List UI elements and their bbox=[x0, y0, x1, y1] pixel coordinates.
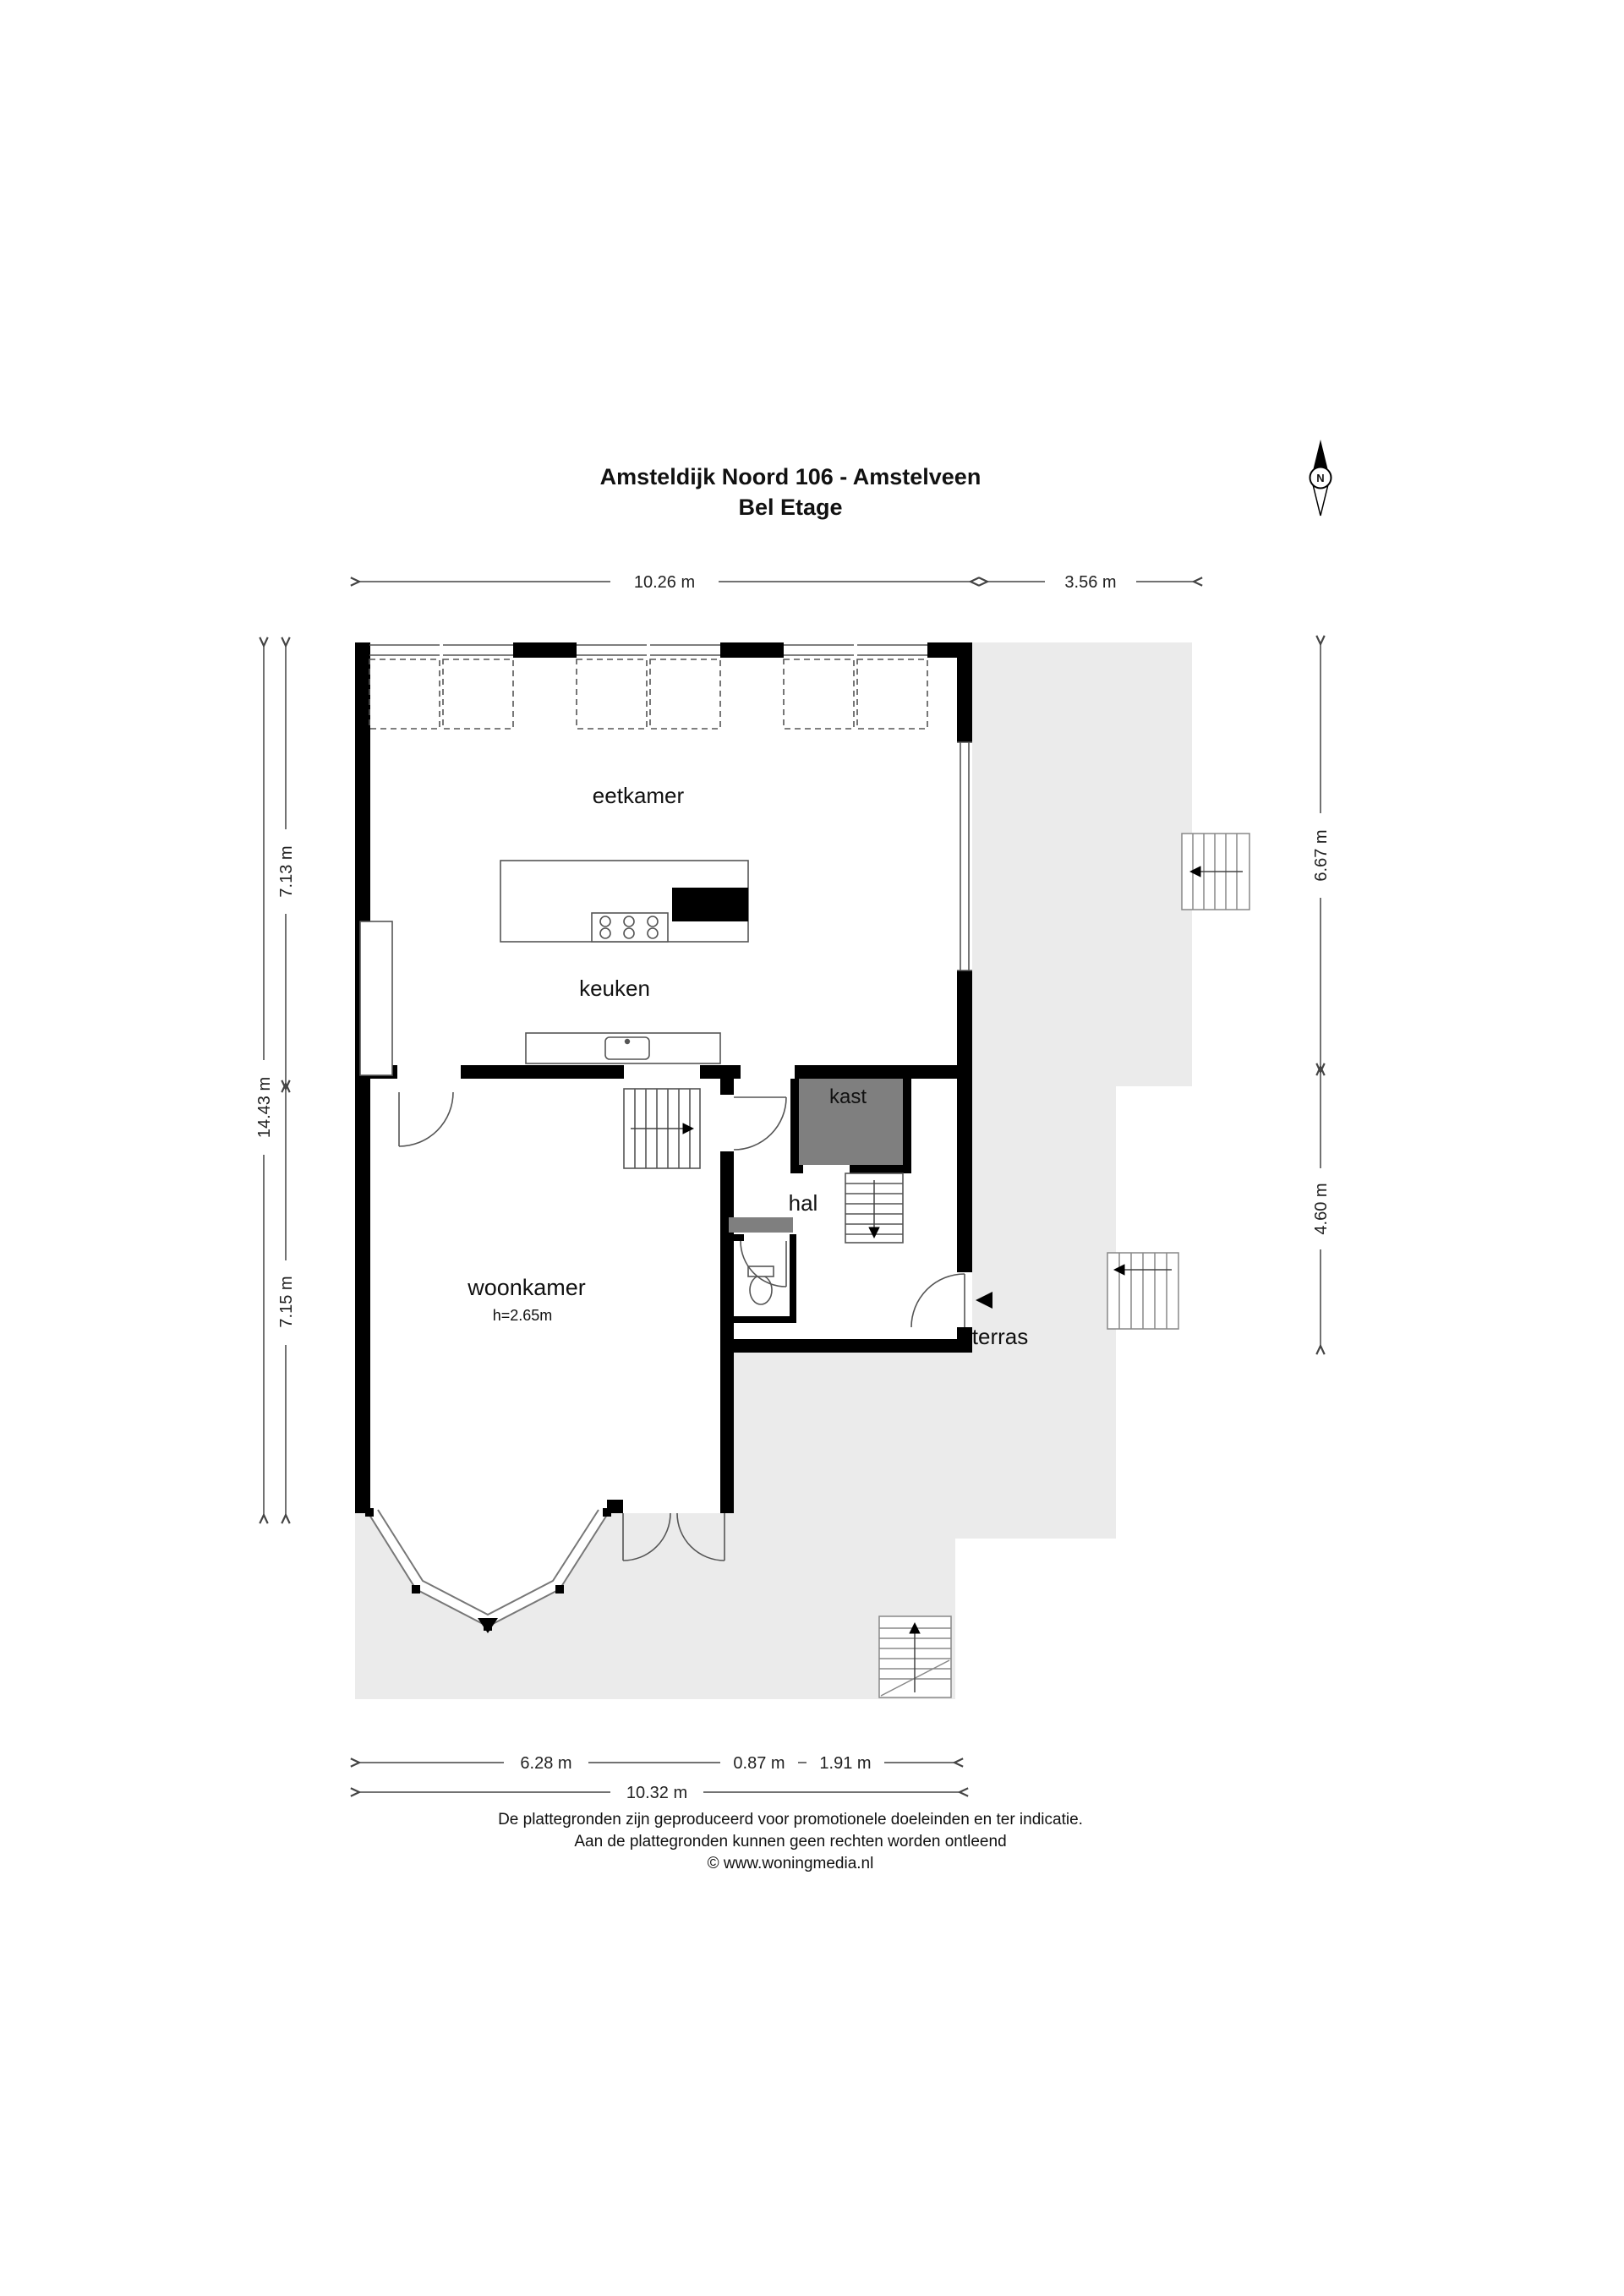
room-label-terras: terras bbox=[972, 1324, 1028, 1349]
room-label-hal: hal bbox=[789, 1190, 818, 1216]
french-doors bbox=[622, 1512, 725, 1561]
interior-doors bbox=[398, 1091, 787, 1151]
room-label-eetkamer: eetkamer bbox=[593, 783, 685, 808]
footer-line-1: De plattegronden zijn geproduceerd voor … bbox=[498, 1811, 1083, 1829]
dim-bottom-2: 0.87 m bbox=[733, 1754, 785, 1773]
entrance-arrow-icon bbox=[976, 1292, 992, 1309]
wall-cabinet bbox=[359, 921, 393, 1076]
dim-left-lower: 7.15 m bbox=[277, 1276, 296, 1327]
keuken-hal-door bbox=[733, 1096, 787, 1151]
hall-stairs bbox=[845, 1173, 904, 1244]
exterior-stairs-northeast bbox=[1181, 833, 1250, 910]
dim-top-main: 10.26 m bbox=[634, 573, 695, 592]
wc-door bbox=[740, 1240, 787, 1287]
dim-bottom-total: 10.32 m bbox=[626, 1784, 687, 1802]
footer-line-3: © www.woningmedia.nl bbox=[707, 1855, 874, 1872]
compass-icon: N bbox=[1309, 440, 1332, 517]
right-window bbox=[957, 741, 972, 971]
kitchen-island bbox=[500, 860, 749, 943]
page-subtitle: Bel Etage bbox=[738, 495, 843, 520]
cooktop-icon bbox=[591, 912, 669, 943]
bay-arrow-icon bbox=[478, 1618, 498, 1633]
room-label-keuken: keuken bbox=[579, 976, 650, 1001]
dim-right-lower: 4.60 m bbox=[1312, 1183, 1331, 1234]
dimension-lines: 10.26 m 3.56 m 7.13 m 7.15 m 14.43 m 6.6… bbox=[253, 571, 1331, 1803]
room-labels: eetkamer keuken kast hal woonkamer h=2.6… bbox=[467, 783, 1028, 1349]
compass-north-label: N bbox=[1316, 472, 1324, 484]
closet-kast bbox=[790, 1079, 911, 1173]
dim-right-upper: 6.67 m bbox=[1312, 829, 1331, 881]
page-title: Amsteldijk Noord 106 - Amstelveen bbox=[599, 464, 982, 489]
footer-line-2: Aan de plattegronden kunnen geen rechten… bbox=[574, 1833, 1007, 1850]
room-label-kast: kast bbox=[829, 1085, 867, 1108]
dim-top-side: 3.56 m bbox=[1064, 573, 1116, 592]
room-label-woonkamer-height: h=2.65m bbox=[493, 1307, 553, 1324]
dim-left-total: 14.43 m bbox=[255, 1077, 274, 1138]
title-block: Amsteldijk Noord 106 - Amstelveen Bel Et… bbox=[0, 462, 1581, 522]
footer-disclaimer: De plattegronden zijn geproduceerd voor … bbox=[0, 1809, 1581, 1875]
sink-icon bbox=[604, 1036, 650, 1060]
terrace-area bbox=[355, 642, 1192, 1699]
dim-left-upper: 7.13 m bbox=[277, 845, 296, 897]
exterior-stairs-east bbox=[1107, 1252, 1179, 1330]
terrace-door bbox=[910, 1273, 992, 1328]
top-windows bbox=[369, 644, 928, 730]
wc-room bbox=[725, 1217, 796, 1323]
keuken-woonkamer-door bbox=[398, 1091, 454, 1147]
interior-steps bbox=[623, 1088, 701, 1169]
room-label-woonkamer: woonkamer bbox=[467, 1275, 586, 1300]
dim-bottom-3: 1.91 m bbox=[819, 1754, 871, 1773]
bay-window bbox=[365, 1508, 611, 1633]
exterior-stairs-south bbox=[878, 1615, 952, 1698]
kitchen-counter bbox=[525, 1032, 721, 1064]
dim-bottom-1: 6.28 m bbox=[520, 1754, 571, 1773]
